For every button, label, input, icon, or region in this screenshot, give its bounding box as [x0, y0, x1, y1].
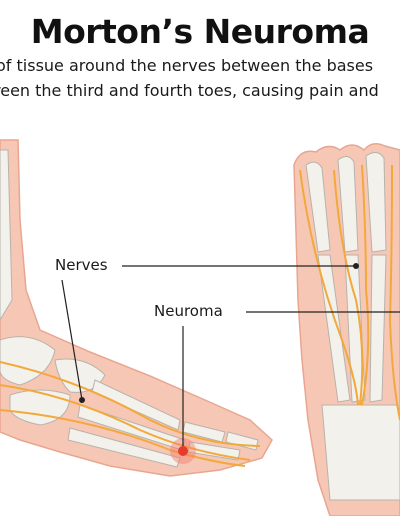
diagram-title: Morton’s Neuroma — [30, 12, 370, 51]
top-metatarsal-3 — [369, 254, 387, 403]
side-nerve-3 — [0, 409, 246, 467]
top-nerve-3 — [361, 164, 370, 406]
side-tarsal-bone-3 — [54, 358, 106, 393]
top-toe-bone-2 — [337, 156, 359, 253]
side-nerve-2 — [0, 384, 251, 461]
top-toe-bone-1 — [305, 161, 331, 253]
top-tarsal-bones — [321, 404, 400, 501]
neuroma-spot — [178, 446, 188, 456]
description-line-1: of tissue around the nerves between the … — [0, 56, 374, 75]
side-metatarsal-3 — [67, 427, 181, 468]
side-metatarsal-1 — [91, 379, 181, 431]
top-metatarsal-2 — [344, 254, 366, 403]
top-view-foot — [293, 143, 400, 516]
side-leg-bone — [0, 149, 13, 321]
side-tarsal-bone-2 — [9, 389, 71, 426]
nerves-leader-line-down — [61, 279, 83, 401]
nerves-leader-dot-side — [79, 397, 85, 403]
side-view-foot — [0, 139, 273, 477]
top-toe-bone-3 — [365, 152, 387, 253]
top-nerve-2 — [333, 169, 364, 406]
top-nerve-4 — [388, 164, 400, 421]
side-foot-skin — [0, 139, 273, 477]
top-nerve-1 — [299, 169, 359, 406]
nerves-label: Nerves — [55, 256, 108, 274]
neuroma-label: Neuroma — [154, 302, 223, 320]
description-line-2: reen the third and fourth toes, causing … — [0, 81, 379, 100]
side-nerve-1 — [0, 361, 261, 447]
nerves-leader-dot — [353, 263, 359, 269]
